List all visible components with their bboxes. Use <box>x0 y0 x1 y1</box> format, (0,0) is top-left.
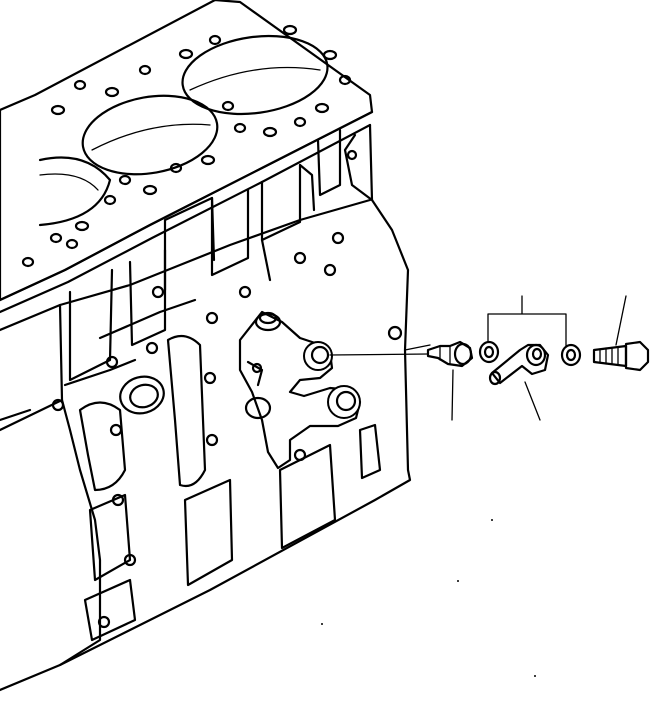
bolt-icon <box>592 340 650 372</box>
cylinder-bore-icon <box>81 94 219 176</box>
filter-head-icon <box>238 310 362 470</box>
washer-icon <box>478 340 500 364</box>
bolt-heads <box>51 149 403 629</box>
engine-block-icon <box>0 0 431 692</box>
print-specks <box>321 519 536 677</box>
washer-icon <box>560 343 582 367</box>
deck-holes <box>21 24 352 268</box>
leader-lines <box>329 295 627 421</box>
union-fitting-icon <box>426 340 474 368</box>
elbow-fitting-icon <box>488 343 550 386</box>
oil-port-icon <box>119 375 165 415</box>
cylinder-bore-icon <box>181 34 329 116</box>
cylinder-bore-icon <box>38 156 112 227</box>
